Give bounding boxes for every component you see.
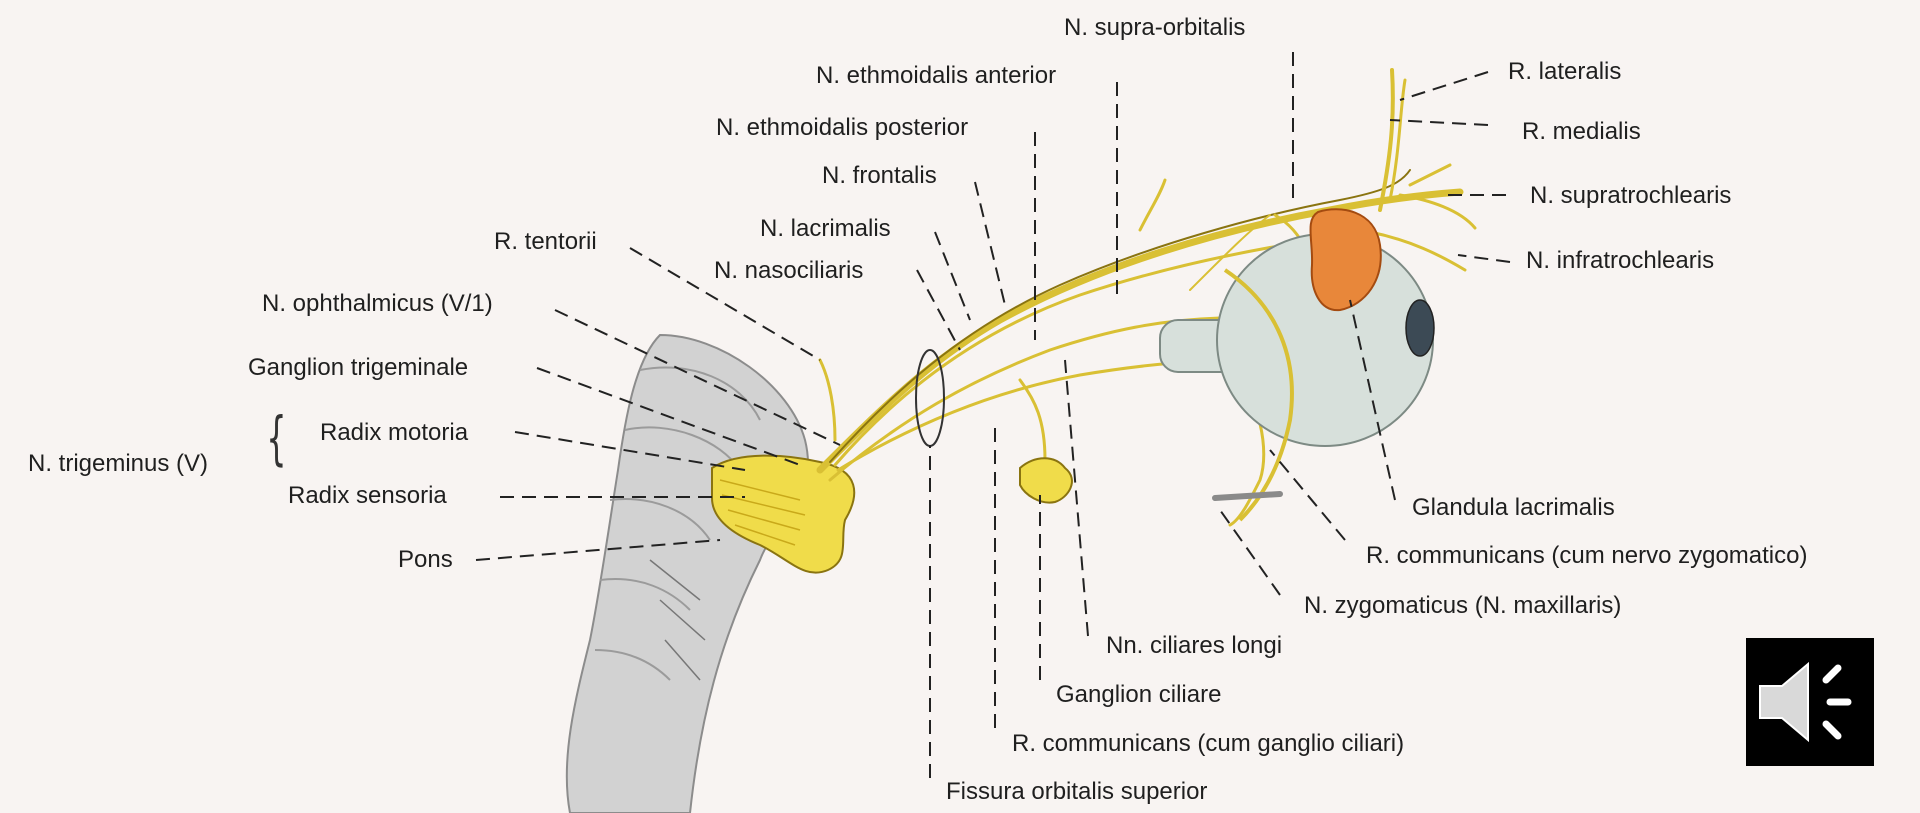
zygomatic-nerve-stub [1215,494,1280,498]
label-pons: Pons [398,546,453,574]
label-r-medialis: R. medialis [1522,118,1641,146]
ganglion-ciliare-shape [1020,458,1072,502]
trigeminus-brace: { [266,409,286,467]
label-trigeminus: N. trigeminus (V) [28,450,208,478]
label-frontalis: N. frontalis [822,162,937,190]
label-infratrochlearis: N. infratrochlearis [1526,247,1714,275]
eyeball [1160,234,1434,520]
label-radix-motoria: Radix motoria [320,419,468,447]
label-ethmoidalis-anterior: N. ethmoidalis anterior [816,62,1056,90]
label-lacrimalis: N. lacrimalis [760,215,891,243]
label-fissura: Fissura orbitalis superior [946,778,1207,806]
audio-play-button[interactable] [1746,638,1874,766]
label-ophthalmicus: N. ophthalmicus (V/1) [262,290,493,318]
label-tentorii: R. tentorii [494,228,597,256]
label-ganglion-trigeminale: Ganglion trigeminale [248,354,468,382]
label-communicans-zygomatico: R. communicans (cum nervo zygomatico) [1366,542,1807,570]
label-supra-orbitalis: N. supra-orbitalis [1064,14,1245,42]
label-ganglion-ciliare: Ganglion ciliare [1056,681,1221,709]
speaker-icon [1746,638,1874,766]
label-radix-sensoria: Radix sensoria [288,482,447,510]
brainstem [567,335,808,813]
label-glandula-lacrimalis: Glandula lacrimalis [1412,494,1615,522]
label-r-lateralis: R. lateralis [1508,58,1621,86]
label-ethmoidalis-posterior: N. ethmoidalis posterior [716,114,968,142]
label-supratrochlearis: N. supratrochlearis [1530,182,1731,210]
label-nasociliaris: N. nasociliaris [714,257,863,285]
label-zygomaticus: N. zygomaticus (N. maxillaris) [1304,592,1621,620]
label-communicans-ciliari: R. communicans (cum ganglio ciliari) [1012,730,1404,758]
label-ciliares-longi: Nn. ciliares longi [1106,632,1282,660]
